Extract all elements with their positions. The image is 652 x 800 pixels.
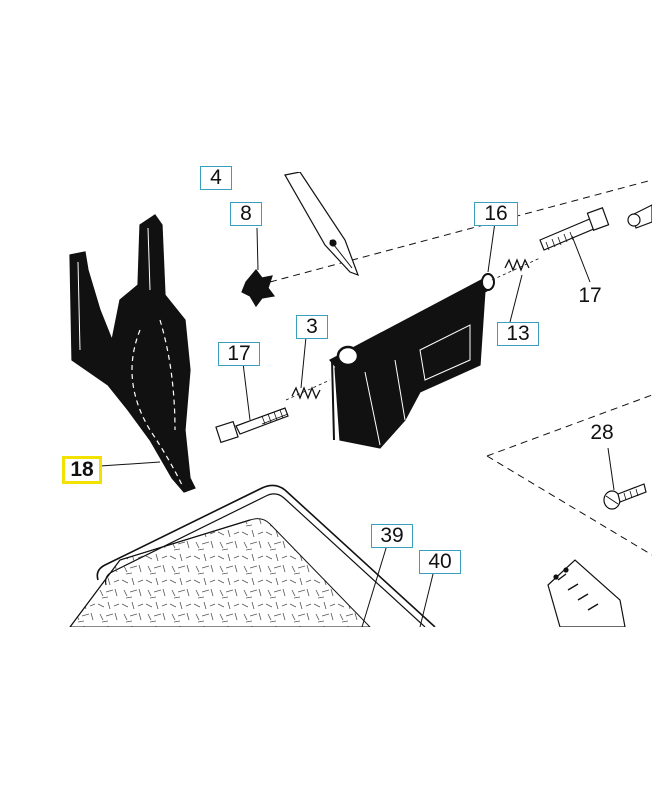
callout-17-left: 17: [218, 342, 260, 366]
dashed-line-top: [269, 179, 652, 283]
callout-40: 40: [419, 550, 461, 574]
callout-3: 3: [296, 315, 328, 339]
part-17-right-bolt: [539, 207, 610, 251]
part-8-knob: [241, 269, 276, 308]
callout-16: 16: [474, 202, 518, 226]
part-39-bag: [69, 518, 371, 627]
callout-39: 39: [371, 524, 413, 548]
callout-28: 28: [590, 421, 614, 444]
part-13-spring: [491, 257, 541, 281]
part-16-flap: [329, 273, 495, 449]
callout-17-right: 17: [578, 284, 602, 307]
callout-4: 4: [200, 166, 232, 190]
callout-18: 18: [62, 456, 102, 484]
leader-lines: [99, 221, 615, 627]
callout-8: 8: [230, 202, 262, 226]
part-4-handle: [284, 172, 360, 277]
part-far-right-bolt: [627, 204, 652, 229]
part-28-screw: [603, 483, 647, 510]
part-17-left-bolt: [215, 407, 289, 444]
callout-13: 13: [497, 322, 539, 346]
dashed-line-diag: [486, 455, 652, 556]
part-3-spring: [285, 379, 331, 401]
dashed-line-right: [486, 394, 652, 457]
part-slotted-plate: [547, 559, 626, 627]
part-18-bracket: [69, 214, 196, 493]
